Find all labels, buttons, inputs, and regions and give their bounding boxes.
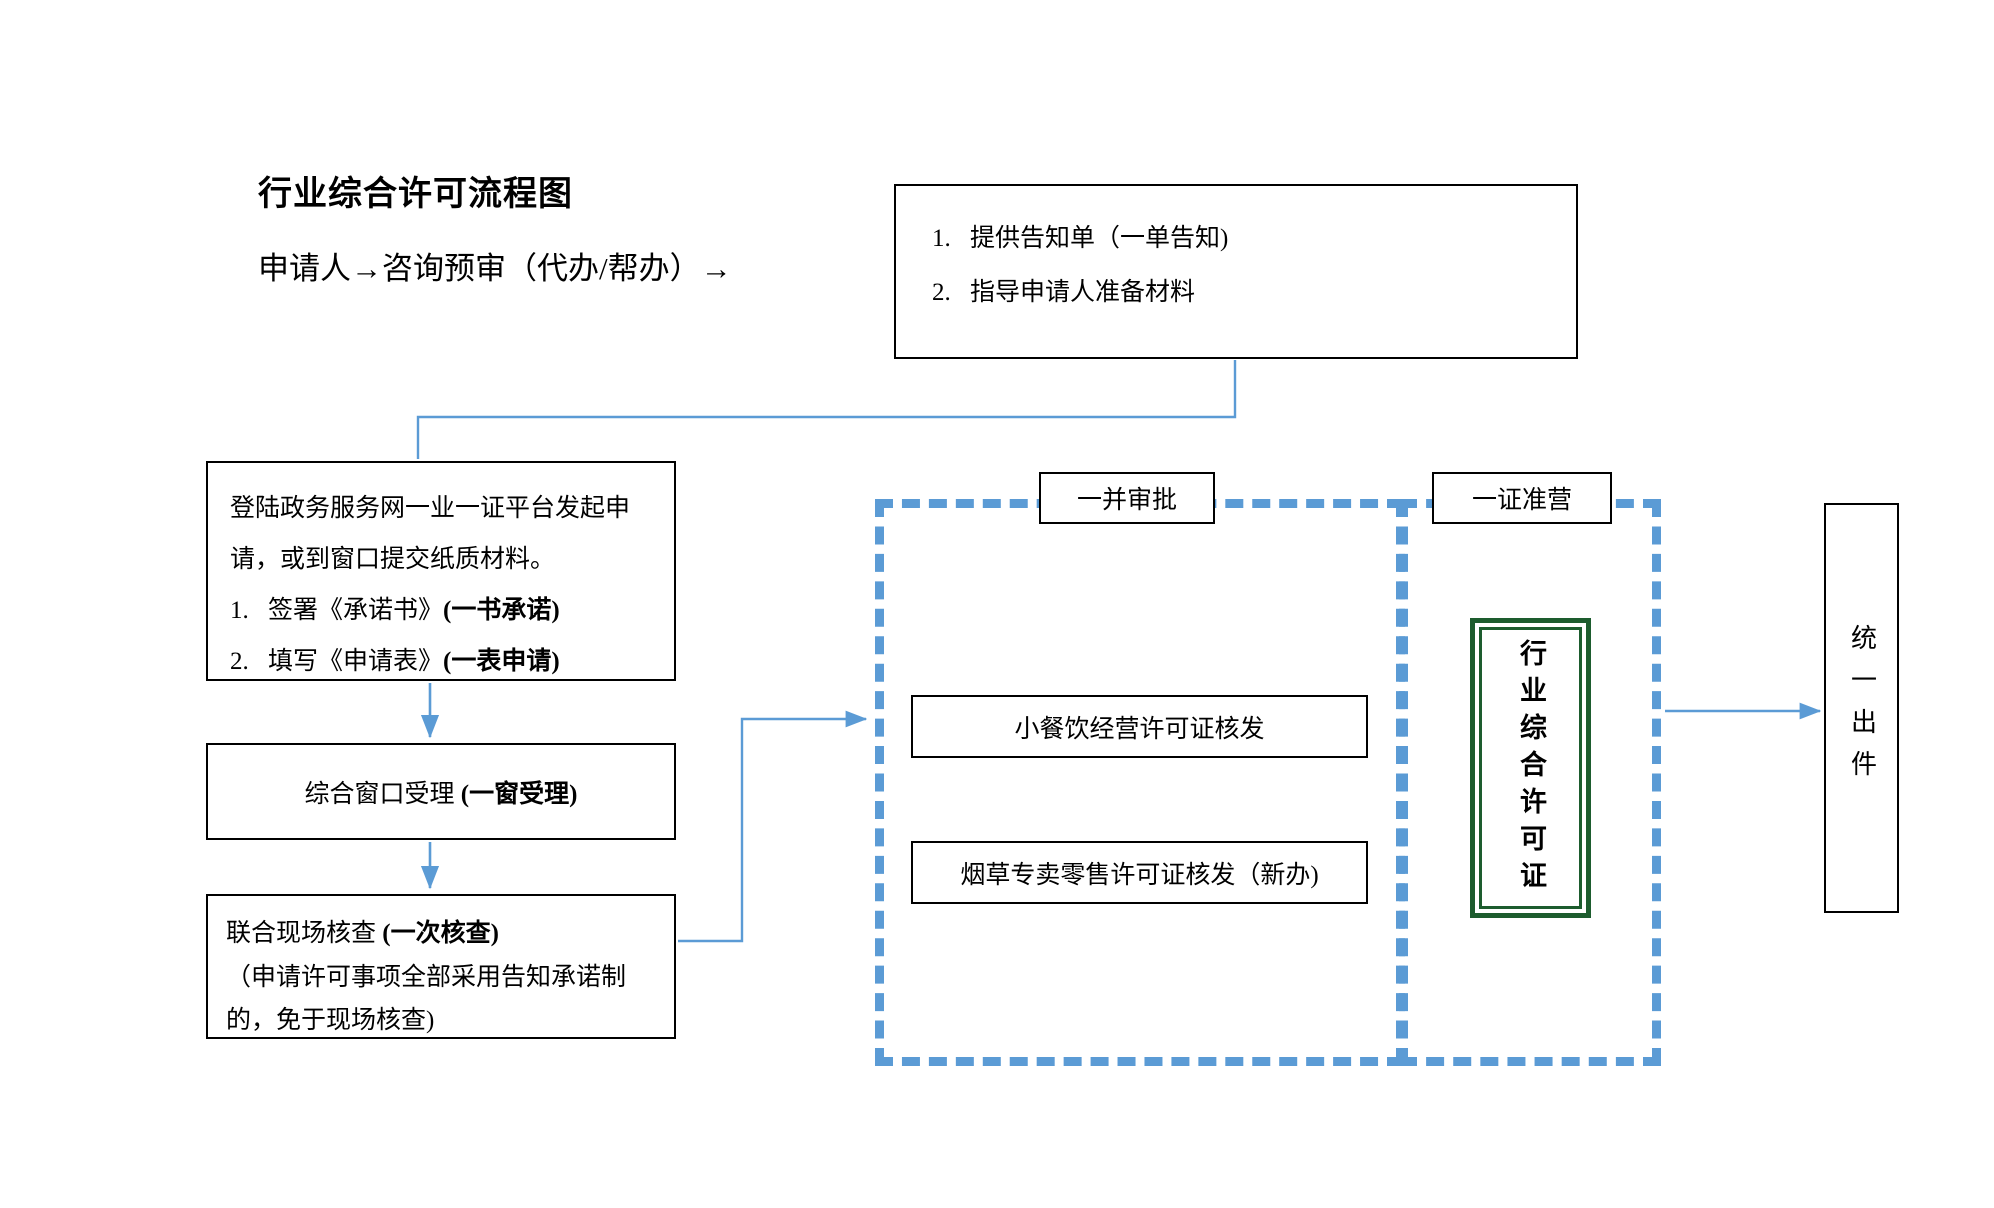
page-title: 行业综合许可流程图 — [258, 175, 573, 213]
label-joint-approval-text: 一并审批 — [1076, 487, 1177, 514]
label-joint-approval: 一并审批 — [1039, 472, 1215, 524]
apply-item-2: 2. 填写《申请表》(一表申请) — [230, 636, 652, 687]
apply-item-1-emphasis: (一书承诺) — [443, 597, 560, 624]
unified-output-text: 统一出件 — [1847, 624, 1877, 792]
apply-intro-line-1: 登陆政务服务网一业一证平台发起申 — [230, 495, 631, 522]
industry-license-certificate: 行业综合许可证 — [1470, 618, 1591, 918]
unified-output-box: 统一出件 — [1824, 503, 1899, 913]
apply-item-2-emphasis: (一表申请) — [443, 648, 560, 675]
certificate-inner-border: 行业综合许可证 — [1479, 627, 1582, 909]
subtitle-text: 申请人→咨询预审（代办/帮办）→ — [258, 251, 732, 286]
apply-item-1-text: 签署《承诺书》 — [268, 597, 444, 624]
permit-box-catering: 小餐饮经营许可证核发 — [911, 695, 1368, 758]
notice-item-2-text: 指导申请人准备材料 — [970, 279, 1196, 306]
apply-item-2-text: 填写《申请表》 — [268, 648, 444, 675]
permit-box-tobacco: 烟草专卖零售许可证核发（新办) — [911, 841, 1368, 904]
window-acceptance-line: 综合窗口受理 (一窗受理) — [305, 774, 578, 810]
notice-item-1: 1. 提供告知单（一单告知) — [932, 212, 1576, 266]
label-one-license-text: 一证准营 — [1471, 487, 1572, 514]
onsite-inspection-note: （申请许可事项全部采用告知承诺制的，免于现场核查) — [226, 964, 627, 1034]
window-acceptance-emphasis: (一窗受理) — [460, 780, 578, 808]
notice-item-2: 2. 指导申请人准备材料 — [932, 266, 1576, 320]
notice-box: 1. 提供告知单（一单告知) 2. 指导申请人准备材料 — [894, 184, 1578, 359]
apply-item-2-number: 2. — [230, 648, 249, 675]
label-one-license: 一证准营 — [1432, 472, 1612, 524]
onsite-inspection-emphasis: (一次核查) — [382, 920, 499, 947]
connector-notice-to-apply — [416, 360, 1237, 459]
certificate-text: 行业综合许可证 — [1516, 638, 1546, 898]
onsite-inspection-box: 联合现场核查 (一次核查) （申请许可事项全部采用告知承诺制的，免于现场核查) — [206, 894, 676, 1039]
notice-item-2-number: 2. — [932, 279, 951, 306]
permit-box-catering-text: 小餐饮经营许可证核发 — [1014, 715, 1265, 743]
connector-inspect-to-approval — [678, 710, 868, 943]
window-acceptance-box: 综合窗口受理 (一窗受理) — [206, 743, 676, 840]
apply-item-1: 1. 签署《承诺书》(一书承诺) — [230, 585, 652, 636]
apply-box: 登陆政务服务网一业一证平台发起申 请，或到窗口提交纸质材料。 1. 签署《承诺书》… — [206, 461, 676, 681]
onsite-inspection-title: 联合现场核查 (一次核查) — [226, 912, 656, 956]
apply-intro-line-2: 请，或到窗口提交纸质材料。 — [230, 546, 556, 573]
permit-box-tobacco-text: 烟草专卖零售许可证核发（新办) — [960, 861, 1319, 889]
onsite-inspection-text: 联合现场核查 — [226, 920, 383, 947]
notice-item-1-text: 提供告知单（一单告知) — [970, 225, 1229, 252]
window-acceptance-text: 综合窗口受理 — [304, 780, 461, 808]
apply-item-1-number: 1. — [230, 597, 249, 624]
joint-approval-region — [875, 499, 1405, 1066]
notice-item-1-number: 1. — [932, 225, 951, 252]
